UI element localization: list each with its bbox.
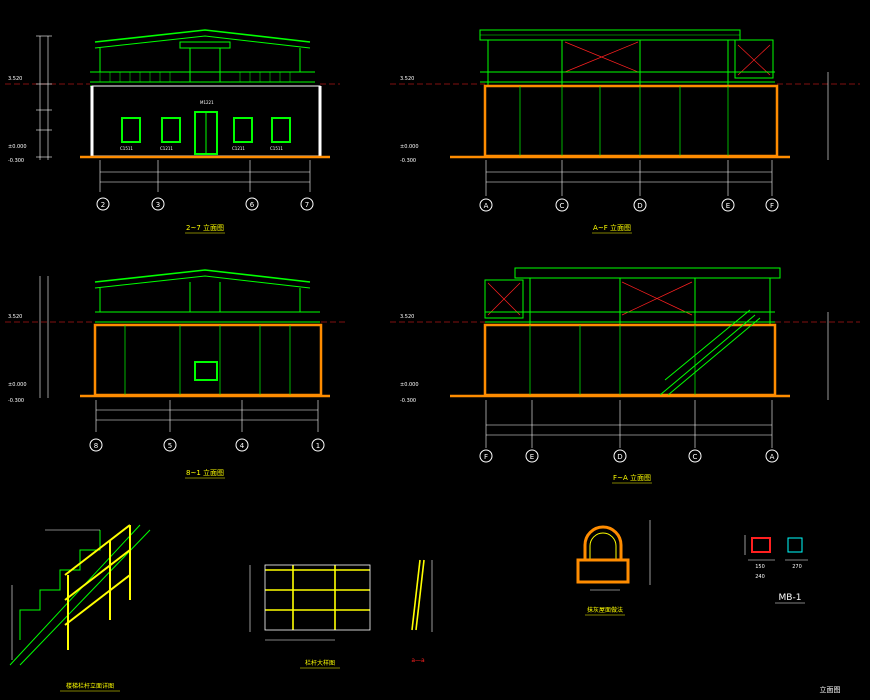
level-3520-fa: 3.520 [400, 314, 414, 320]
elevation-2-7: M1221 C1511 C1211 C1211 C1511 3.520 ±0.0… [5, 29, 340, 234]
axis-a-2: A [770, 453, 775, 461]
axis-f-2: F [484, 453, 488, 461]
axis-3: 3 [156, 201, 160, 209]
title-arch-detail: 抹灰屋面做法 [587, 606, 623, 614]
title-stair-detail: 楼梯栏杆立面详图 [66, 682, 114, 690]
level-0000-81: ±0.000 [8, 382, 27, 388]
axis-4: 4 [240, 442, 245, 450]
axis-d: D [637, 202, 642, 210]
level-0000-af: ±0.000 [400, 144, 419, 150]
axis-5: 5 [168, 442, 172, 450]
axis-8: 8 [94, 442, 98, 450]
axis-2: 2 [101, 201, 105, 209]
axis-e: E [726, 202, 730, 210]
axis-7: 7 [305, 201, 309, 209]
axis-d-2: D [617, 453, 622, 461]
level-0300-81: -0.300 [8, 398, 24, 404]
title-elev-a-f: A~F 立面图 [593, 223, 631, 232]
window-label-1: C1511 [120, 146, 133, 151]
stair-railing-detail: 楼梯栏杆立面详图 [9, 524, 151, 692]
level-3520-81: 3.520 [8, 314, 22, 320]
level-0300-fa: -0.300 [400, 398, 416, 404]
title-mb1: MB-1 [779, 593, 802, 603]
mb1-dim-240: 240 [755, 574, 765, 580]
mb1-dim-150: 150 [755, 564, 765, 570]
level-3520: 3.520 [8, 76, 22, 82]
mb1-detail: 150 240 270 MB-1 [744, 535, 808, 604]
axis-1: 1 [316, 442, 320, 450]
title-elev-8-1: 8~1 立面图 [186, 468, 224, 477]
axis-c: C [560, 202, 565, 210]
door-label-m1221: M1221 [200, 100, 214, 105]
axis-a: A [484, 202, 489, 210]
axis-e-2: E [530, 453, 534, 461]
title-railing-detail: 栏杆大样图 [305, 659, 335, 667]
title-elev-f-a: F~A 立面图 [613, 473, 651, 482]
axis-6: 6 [250, 201, 255, 209]
level-0000-fa: ±0.000 [400, 382, 419, 388]
elevation-a-f: 3.520 ±0.000 -0.300 A C D E F A~F 立面图 [390, 29, 860, 234]
railing-detail: 栏杆大样图 a—a [249, 559, 433, 669]
axis-f: F [770, 202, 774, 210]
window-label-4: C1511 [270, 146, 283, 151]
arch-detail: 抹灰屋面做法 [576, 520, 651, 616]
axis-c-2: C [693, 453, 698, 461]
level-0000: ±0.000 [8, 144, 27, 150]
elevation-8-1: 3.520 ±0.000 -0.300 8 5 4 1 8~1 立面图 [5, 269, 345, 479]
level-0300-af: -0.300 [400, 158, 416, 164]
window-label-3: C1211 [232, 146, 245, 151]
title-section-aa: a—a [411, 657, 425, 664]
elevation-f-a: 3.520 ±0.000 -0.300 F E D C A F~A 立面图 [390, 267, 860, 484]
window-label-2: C1211 [160, 146, 173, 151]
level-0300: -0.300 [8, 158, 24, 164]
sheet-title: 立面图 [820, 685, 841, 694]
mb1-dim-270: 270 [792, 564, 802, 570]
title-elev-2-7: 2~7 立面图 [186, 223, 224, 232]
level-3520-af: 3.520 [400, 76, 414, 82]
